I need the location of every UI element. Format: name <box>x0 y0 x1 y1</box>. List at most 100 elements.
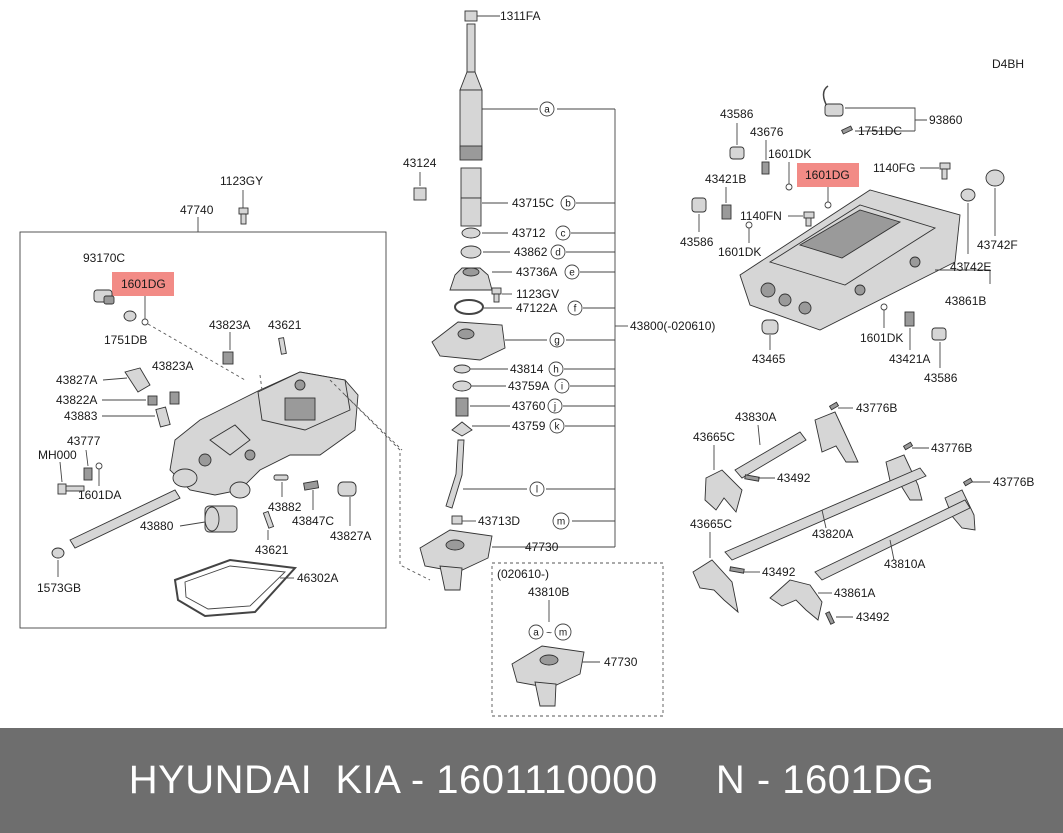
label-1601dk-bottom: 1601DK <box>860 331 903 345</box>
spring-43777 <box>83 467 93 481</box>
fork-43861a-shape <box>769 579 823 621</box>
ring-43712-shape <box>461 227 481 239</box>
spring-43822a <box>147 395 158 406</box>
svg-text:j: j <box>553 402 556 413</box>
label-43822a: 43822A <box>56 393 97 407</box>
svg-text:h: h <box>553 365 559 376</box>
label-1140fg: 1140FG <box>873 161 915 175</box>
label-43742f: 43742F <box>977 238 1018 252</box>
label-43814: 43814 <box>510 362 544 376</box>
part-number-banner: HYUNDAI KIA - 1601110000 N - 1601DG <box>0 728 1063 833</box>
callout-h: h <box>548 361 564 377</box>
baseplate-47730-alt-shape <box>511 645 585 707</box>
label-43777: 43777 <box>67 434 101 448</box>
plug-43586-top <box>729 146 745 160</box>
shift-fork-43665c-lower <box>692 559 739 614</box>
clip-1751dc-shape <box>841 125 853 135</box>
bolt-mh000-shape <box>57 483 85 495</box>
label-revision-020610: (020610-) <box>497 567 549 581</box>
plug-43586-bottom <box>931 327 947 341</box>
shift-lever-rod <box>459 23 483 161</box>
cover-43861b-shape <box>739 189 961 331</box>
label-43861b: 43861B <box>945 294 986 308</box>
spring-43823a-upper <box>222 351 234 365</box>
callout-m: m <box>552 512 570 530</box>
bolt-1140fn-shape <box>803 211 815 227</box>
label-1311fa: 1311FA <box>500 9 540 23</box>
svg-text:d: d <box>555 248 561 259</box>
label-1123gy: 1123GY <box>220 174 263 188</box>
lug-43776b-upper-shape <box>814 411 859 463</box>
sensor-93860-shape <box>822 85 844 117</box>
label-43810b: 43810B <box>528 585 569 599</box>
shift-rail-43820a <box>724 467 927 561</box>
label-43776b-upper: 43776B <box>856 401 897 415</box>
label-43665c-upper: 43665C <box>693 430 735 444</box>
label-47730-alt: 47730 <box>604 655 638 669</box>
baseplate-47730-shape <box>419 529 493 591</box>
spring-43760-shape <box>455 397 469 417</box>
label-43665c-lower: 43665C <box>690 517 732 531</box>
label-43830a: 43830A <box>735 410 776 424</box>
label-93860: 93860 <box>929 113 963 127</box>
plunger-43883 <box>155 406 171 428</box>
label-43492-upper: 43492 <box>777 471 811 485</box>
shift-rail-43810a <box>814 499 971 581</box>
label-43715c: 43715C <box>512 196 554 210</box>
label-43827a-right: 43827A <box>330 529 371 543</box>
label-1573gb: 1573GB <box>37 581 81 595</box>
clip-43713d-shape <box>451 515 463 525</box>
spring-43421a-shape <box>904 311 915 327</box>
housing-body-shape <box>169 371 359 499</box>
label-43759a: 43759A <box>508 379 549 393</box>
label-43862: 43862 <box>514 245 548 259</box>
svg-text:a: a <box>533 628 539 639</box>
label-1601dg-right: 1601DG <box>805 168 850 182</box>
revision-box-020610 <box>491 562 664 717</box>
shaft-43880-shape <box>69 489 238 549</box>
bushing-43742e-shape <box>960 188 976 202</box>
label-43810a: 43810A <box>884 557 925 571</box>
callout-k: k <box>549 418 565 434</box>
callout-b: b <box>560 195 576 211</box>
label-43621-upper: 43621 <box>268 318 302 332</box>
highlight-1601dg-right <box>797 163 859 187</box>
label-1601dg-left: 1601DG <box>121 277 166 291</box>
bushing-43465-shape <box>761 319 779 335</box>
label-43421b: 43421B <box>705 172 746 186</box>
bushing-43715c-shape <box>460 167 482 227</box>
svg-text:m: m <box>557 517 565 528</box>
spring-43676-shape <box>761 161 770 175</box>
bolt-1123gy-shape <box>238 207 249 225</box>
ring-1573gb-shape <box>51 547 65 559</box>
callout-d: d <box>550 244 566 260</box>
callout-c: c <box>555 225 571 241</box>
gasket-46302a-shape <box>173 558 298 618</box>
callout-l: l <box>529 481 545 497</box>
seat-43759-shape <box>451 421 473 437</box>
nut-43124-shape <box>413 187 427 201</box>
label-93170c: 93170C <box>83 251 125 265</box>
label-47740: 47740 <box>180 203 214 217</box>
label-43713d: 43713D <box>478 514 520 528</box>
svg-text:e: e <box>569 268 575 279</box>
label-1751dc: 1751DC <box>858 124 902 138</box>
svg-text:m: m <box>559 628 567 639</box>
part-number-text: HYUNDAI KIA - 1601110000 N - 1601DG <box>128 758 935 802</box>
label-43492-middle: 43492 <box>762 565 796 579</box>
label-47122a: 47122A <box>516 301 557 315</box>
label-43621-lower: 43621 <box>255 543 289 557</box>
svg-text:f: f <box>574 304 577 315</box>
label-43742e: 43742E <box>950 260 991 274</box>
plug-43827a-right <box>337 481 357 497</box>
label-43586-bottom: 43586 <box>924 371 958 385</box>
callout-a: a <box>539 101 555 117</box>
label-1601dk-mid: 1601DK <box>718 245 761 259</box>
svg-text:b: b <box>565 199 571 210</box>
label-43861a: 43861A <box>834 586 875 600</box>
label-43586-top: 43586 <box>720 107 754 121</box>
pin-43492-lower <box>825 611 835 625</box>
oring-47122a-shape <box>454 299 484 315</box>
shift-fork-43665c-upper <box>704 469 743 513</box>
